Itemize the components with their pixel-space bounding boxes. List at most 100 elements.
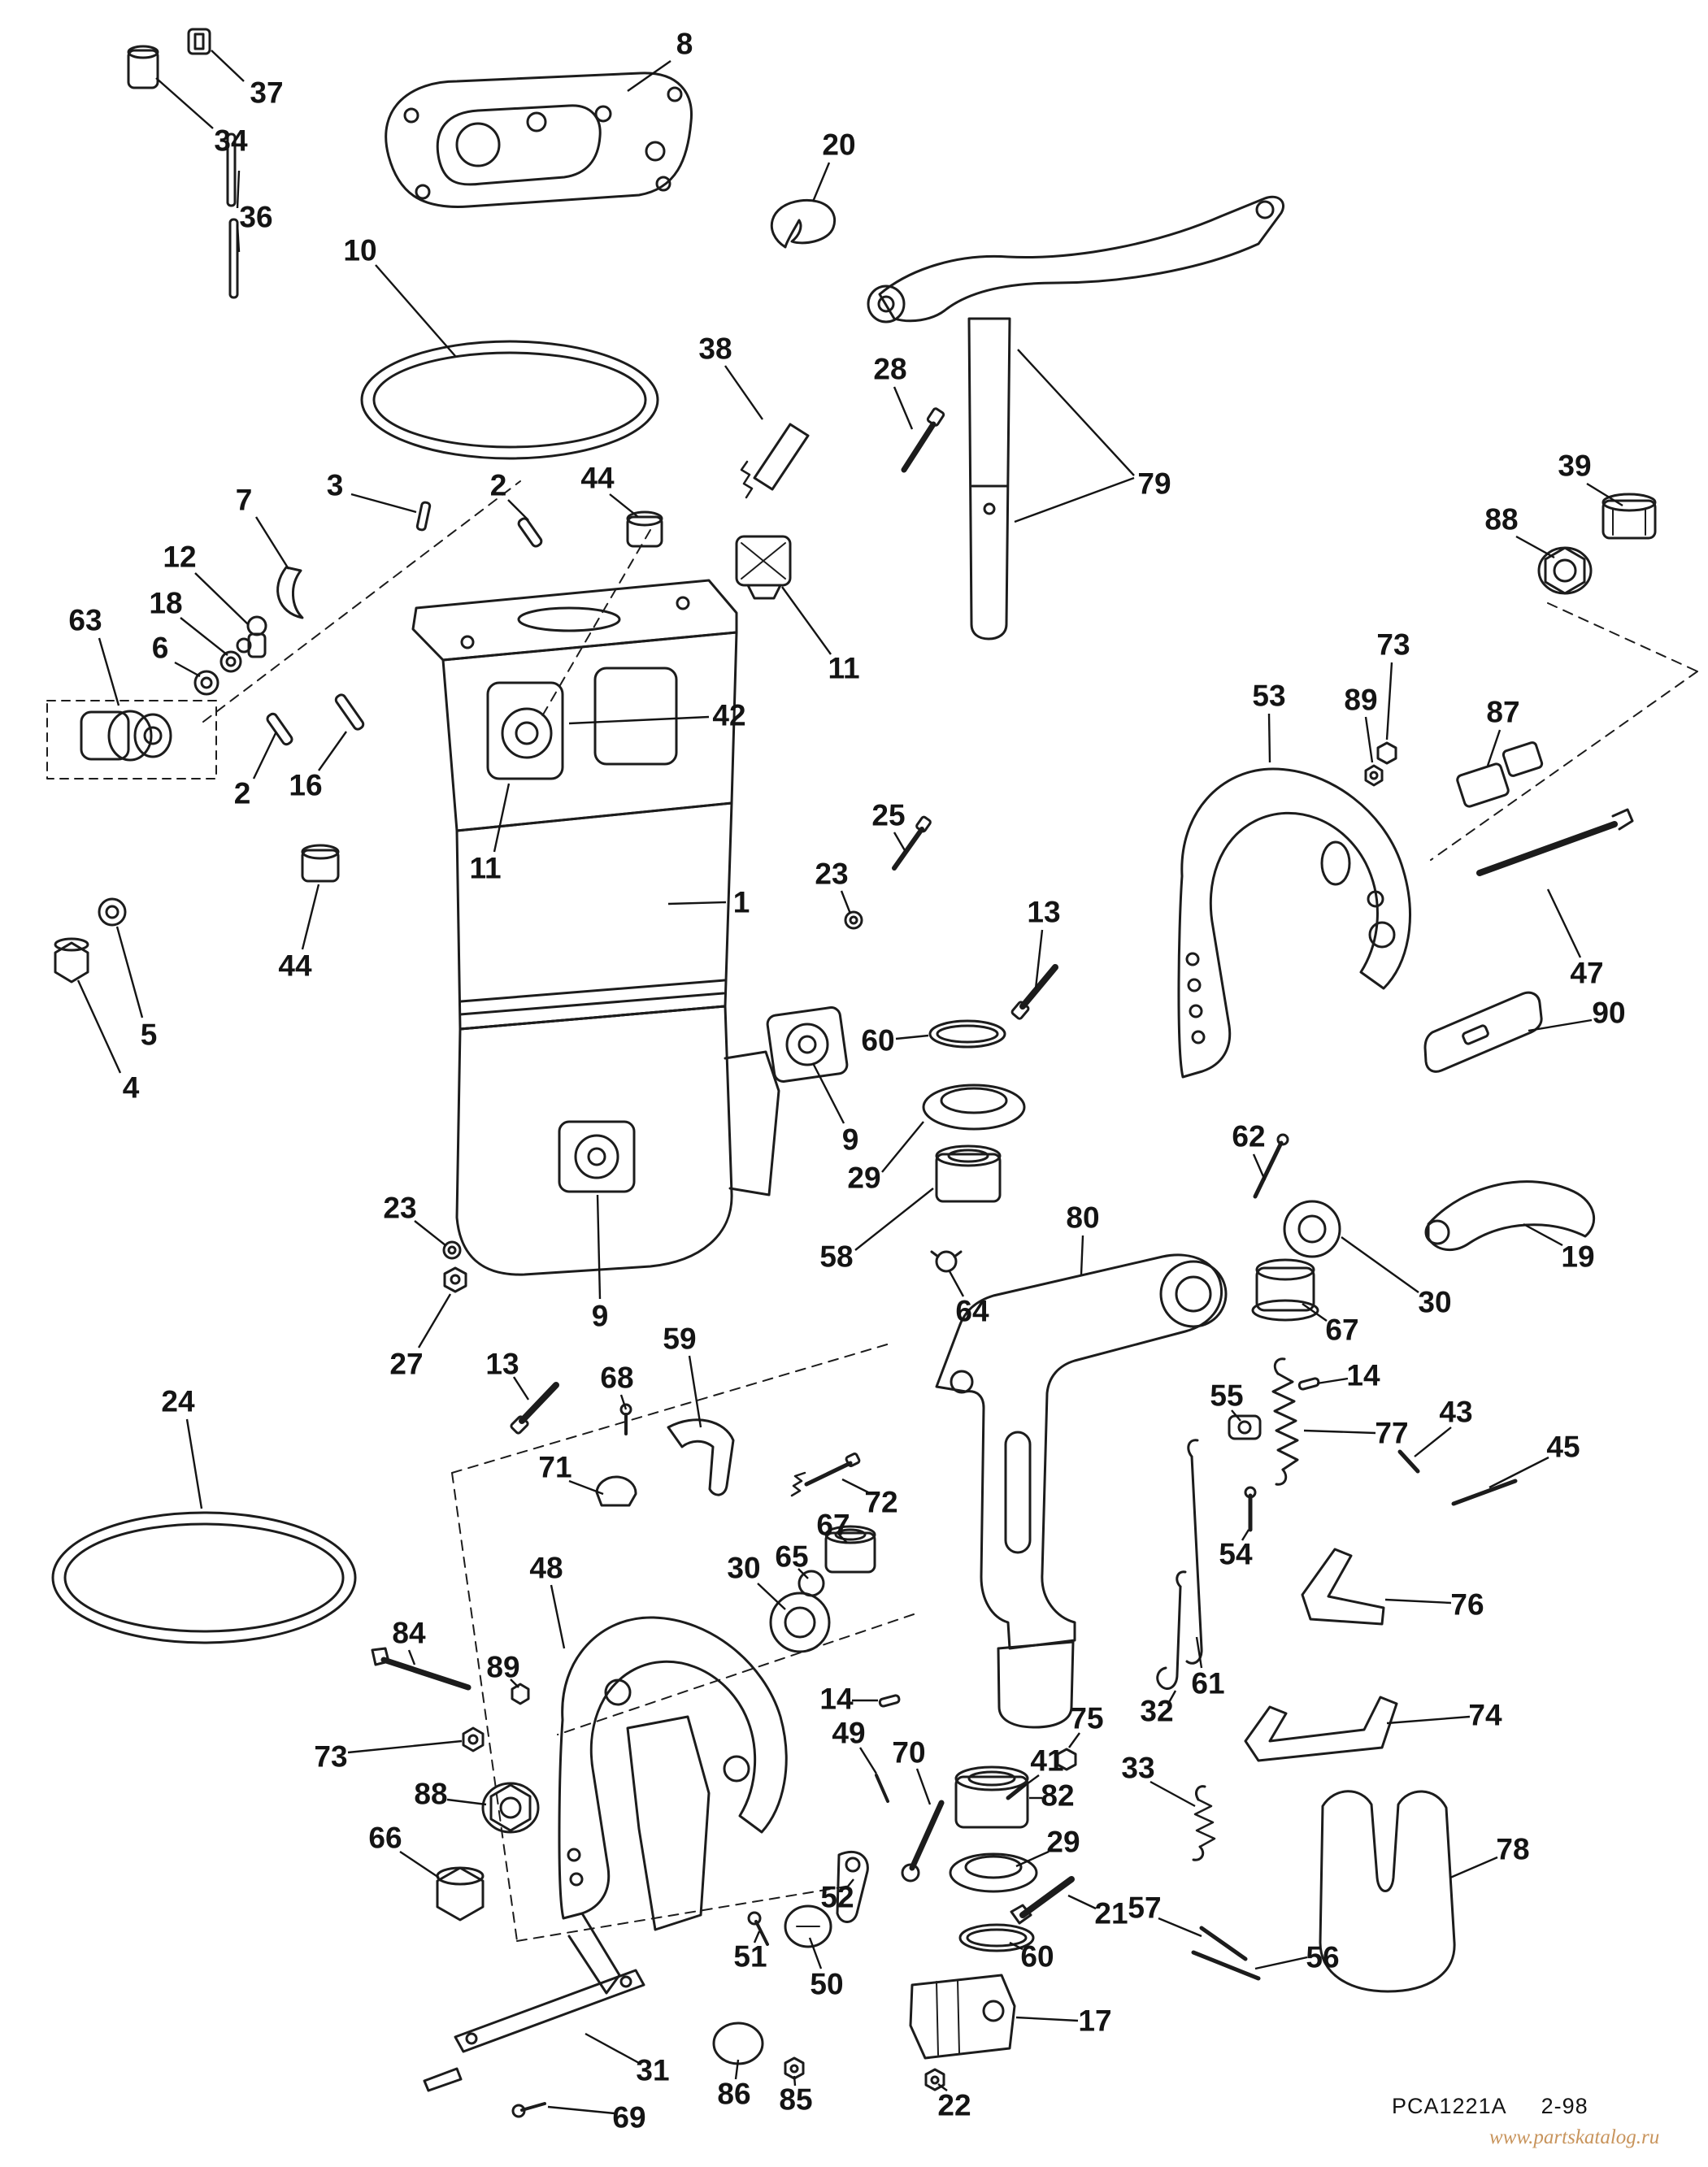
part-code: PCA1221A: [1392, 2094, 1507, 2118]
callout-60-37: 60: [861, 1023, 895, 1057]
callout-49-69: 49: [832, 1716, 866, 1750]
callout-67-61: 67: [816, 1508, 850, 1542]
callout-57-85: 57: [1128, 1891, 1162, 1925]
callout-78-84: 78: [1496, 1832, 1530, 1866]
callout-89-22: 89: [1344, 683, 1378, 717]
callout-27-48: 27: [389, 1347, 424, 1381]
callout-2-25: 2: [233, 776, 251, 810]
callout-12-15: 12: [163, 540, 197, 574]
callout-53-21: 53: [1252, 679, 1286, 713]
callout-51-89: 51: [733, 1939, 767, 1974]
callout-7-14: 7: [235, 483, 253, 517]
callout-1-31: 1: [732, 885, 750, 919]
callout-67-46: 67: [1325, 1313, 1359, 1347]
callout-84-74: 84: [392, 1616, 426, 1650]
callout-73-76: 73: [314, 1739, 348, 1774]
callout-29-81: 29: [1046, 1825, 1080, 1859]
callout-61-67: 61: [1191, 1666, 1225, 1700]
callout-80-43: 80: [1066, 1201, 1100, 1235]
callout-9-38: 9: [841, 1123, 859, 1157]
callout-86-93: 86: [717, 2077, 751, 2111]
callout-85-94: 85: [779, 2082, 813, 2117]
callout-69-95: 69: [612, 2100, 646, 2134]
callout-29-39: 29: [847, 1161, 881, 1195]
callout-56-86: 56: [1306, 1940, 1340, 1974]
callout-31-92: 31: [636, 2053, 670, 2087]
callout-65-62: 65: [775, 1539, 809, 1574]
callout-18-16: 18: [149, 586, 183, 620]
callout-11-30: 11: [469, 851, 502, 885]
callout-87-23: 87: [1486, 695, 1520, 729]
callout-59-53: 59: [663, 1322, 697, 1356]
callout-79-8: 79: [1137, 467, 1171, 501]
callout-23-47: 23: [383, 1191, 417, 1225]
callout-64-45: 64: [955, 1294, 989, 1328]
callout-70-70: 70: [892, 1735, 926, 1770]
callout-52-88: 52: [820, 1880, 854, 1914]
callout-63-17: 63: [68, 603, 102, 637]
callout-9-49: 9: [591, 1299, 609, 1333]
callout-88-77: 88: [414, 1777, 448, 1811]
callout-48-66: 48: [529, 1551, 563, 1585]
callout-82-80: 82: [1041, 1778, 1075, 1813]
callout-37-0: 37: [250, 76, 284, 110]
callout-42-24: 42: [712, 698, 746, 732]
callout-30-63: 30: [727, 1551, 761, 1585]
callout-10-5: 10: [343, 233, 377, 267]
callout-41-79: 41: [1030, 1744, 1064, 1778]
watermark-text: www.partskatalog.ru: [1489, 2126, 1660, 2148]
callout-30-44: 30: [1418, 1285, 1452, 1319]
callout-2-12: 2: [489, 468, 507, 502]
callout-58-42: 58: [819, 1240, 854, 1274]
callout-74-73: 74: [1468, 1698, 1502, 1732]
callout-47-32: 47: [1570, 956, 1604, 990]
callout-55-54: 55: [1210, 1379, 1244, 1413]
callout-21-83: 21: [1094, 1896, 1128, 1930]
callout-19-41: 19: [1561, 1240, 1595, 1274]
callout-13-29: 13: [1027, 895, 1061, 929]
callout-89-75: 89: [486, 1650, 520, 1684]
callout-75-71: 75: [1070, 1701, 1104, 1735]
callout-73-20: 73: [1376, 628, 1410, 662]
callout-24-50: 24: [161, 1384, 195, 1418]
callout-43-57: 43: [1439, 1395, 1473, 1429]
callout-44-33: 44: [278, 949, 312, 983]
callout-44-13: 44: [580, 461, 615, 495]
callout-11-19: 11: [828, 651, 860, 685]
callout-62-40: 62: [1232, 1119, 1266, 1153]
callout-60-87: 60: [1020, 1939, 1054, 1974]
callout-3-11: 3: [326, 468, 344, 502]
callout-5-35: 5: [140, 1018, 158, 1052]
callout-90-34: 90: [1592, 996, 1626, 1030]
callout-54-64: 54: [1219, 1537, 1253, 1571]
callout-45-58: 45: [1546, 1430, 1580, 1464]
callout-39-9: 39: [1558, 449, 1592, 483]
callout-14-68: 14: [819, 1682, 854, 1716]
callout-68-52: 68: [600, 1361, 634, 1395]
callout-77-56: 77: [1375, 1416, 1409, 1450]
callout-28-7: 28: [873, 352, 907, 386]
date-code: 2-98: [1541, 2094, 1588, 2118]
callout-22-96: 22: [937, 2088, 971, 2122]
callout-14-55: 14: [1346, 1358, 1380, 1392]
callout-66-78: 66: [368, 1821, 402, 1855]
callout-8-2: 8: [676, 27, 693, 61]
callout-88-10: 88: [1484, 502, 1519, 536]
callout-25-27: 25: [871, 798, 906, 832]
callout-13-51: 13: [485, 1347, 519, 1381]
callout-38-6: 38: [698, 332, 732, 366]
drawing-number: PCA1221A 2-98: [1392, 2094, 1588, 2119]
callout-16-26: 16: [289, 768, 323, 802]
callout-17-91: 17: [1078, 2004, 1112, 2038]
callout-36-3: 36: [239, 200, 273, 234]
callout-32-72: 32: [1140, 1694, 1174, 1728]
callout-71-59: 71: [538, 1450, 572, 1484]
callout-23-28: 23: [815, 857, 849, 891]
callout-34-1: 34: [214, 124, 248, 158]
callout-50-90: 50: [810, 1967, 844, 2001]
callout-33-82: 33: [1121, 1751, 1155, 1785]
callout-72-60: 72: [864, 1485, 898, 1519]
callout-6-18: 6: [151, 631, 169, 665]
